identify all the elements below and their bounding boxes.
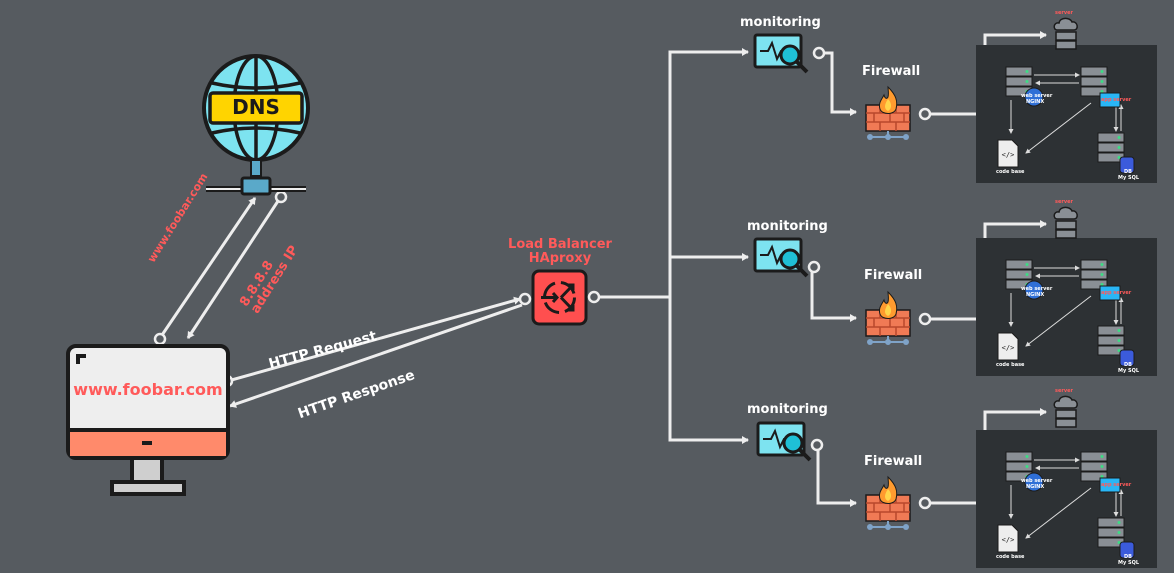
load-balancer-label: Load Balancer HAproxy bbox=[505, 238, 615, 266]
db-name-label-1: My SQL bbox=[1118, 175, 1140, 181]
monitoring-label-2: monitoring bbox=[747, 219, 828, 234]
monitoring-icon-2 bbox=[753, 237, 809, 278]
svg-text:</>: </> bbox=[1002, 344, 1015, 352]
db-label-3: DB bbox=[1124, 554, 1132, 560]
firewall-icon-3 bbox=[865, 475, 911, 530]
load-balancer-subtitle: HAproxy bbox=[528, 251, 592, 266]
app-server-label-3: app server bbox=[1101, 482, 1132, 488]
dns-query-arrow bbox=[158, 197, 257, 339]
cloud-server-icon-2 bbox=[1053, 206, 1078, 239]
web-server-label-2: web server bbox=[1021, 286, 1053, 292]
svg-text:</>: </> bbox=[1002, 536, 1015, 544]
web-server-label-3: web server bbox=[1021, 478, 1053, 484]
web-server-name-label-2: NGINX bbox=[1026, 292, 1045, 298]
server-label-1: server bbox=[1055, 10, 1073, 16]
monitoring-label-1: monitoring bbox=[740, 15, 821, 30]
web-server-name-label-3: NGINX bbox=[1026, 484, 1045, 490]
server-cluster-3: </> bbox=[976, 430, 1157, 568]
monitoring-icon-3 bbox=[756, 421, 812, 462]
dns-answer-arrow bbox=[186, 197, 282, 339]
code-base-label-2: code base bbox=[996, 362, 1025, 368]
db-name-label-2: My SQL bbox=[1118, 368, 1140, 374]
db-label-2: DB bbox=[1124, 362, 1132, 368]
http-response-arrow bbox=[229, 303, 523, 408]
firewall-label-3: Firewall bbox=[864, 454, 923, 469]
firewall-icon-2 bbox=[865, 290, 911, 345]
server-cluster-graphic: </> bbox=[997, 259, 1135, 367]
web-server-name-label-1: NGINX bbox=[1026, 99, 1045, 105]
monitoring-label-3: monitoring bbox=[747, 402, 828, 417]
cloud-server-icon-3 bbox=[1053, 395, 1078, 428]
app-server-label-2: app server bbox=[1101, 290, 1132, 296]
svg-text:</>: </> bbox=[1002, 151, 1015, 159]
firewall-label-1: Firewall bbox=[862, 64, 921, 79]
monitoring-icon-1 bbox=[753, 33, 809, 74]
server-label-3: server bbox=[1055, 388, 1073, 394]
load-balancer-title: Load Balancer bbox=[508, 237, 612, 252]
code-base-label-3: code base bbox=[996, 554, 1025, 560]
db-label-1: DB bbox=[1124, 169, 1132, 175]
server-cluster-2: </> bbox=[976, 238, 1157, 376]
client-url: www.foobar.com bbox=[73, 380, 223, 399]
code-base-label-1: code base bbox=[996, 169, 1025, 175]
http-request-arrow bbox=[227, 296, 521, 383]
cloud-server-icon-1 bbox=[1053, 17, 1078, 50]
load-balancer-icon bbox=[531, 269, 588, 326]
server-cluster-1: </> bbox=[976, 45, 1157, 183]
client-computer-icon bbox=[66, 344, 230, 496]
server-cluster-graphic: </> bbox=[997, 451, 1135, 559]
dns-label: DNS bbox=[232, 95, 280, 119]
firewall-label-2: Firewall bbox=[864, 268, 923, 283]
server-label-2: server bbox=[1055, 199, 1073, 205]
dns-globe-icon bbox=[202, 54, 310, 196]
app-server-label-1: app server bbox=[1101, 97, 1132, 103]
server-cluster-graphic: </> bbox=[997, 66, 1135, 174]
firewall-icon-1 bbox=[865, 85, 911, 140]
web-server-label-1: web server bbox=[1021, 93, 1053, 99]
db-name-label-3: My SQL bbox=[1118, 560, 1140, 566]
